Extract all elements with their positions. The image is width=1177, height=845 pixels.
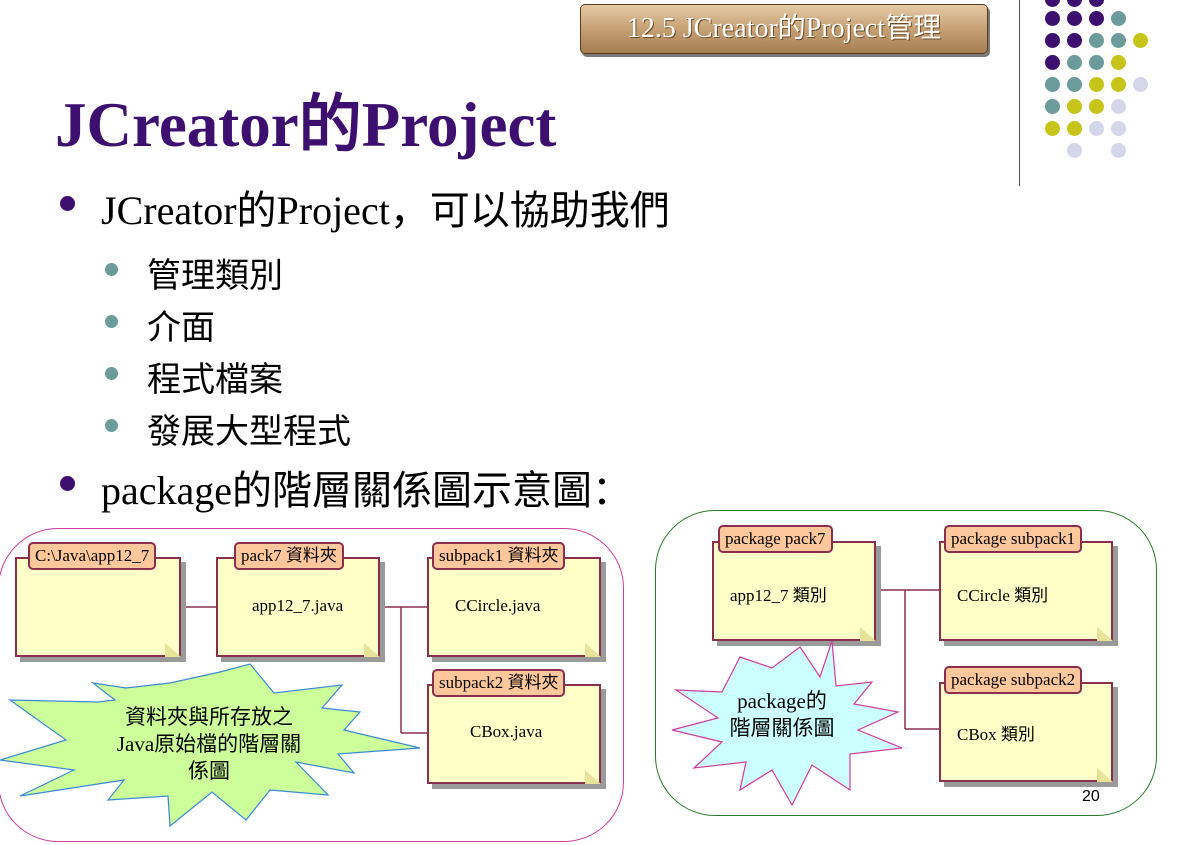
dot — [1045, 33, 1060, 48]
header-divider — [1019, 0, 1020, 186]
sub-bullet-item: 管理類別 — [147, 256, 283, 296]
section-badge: 12.5 JCreator的Project管理 — [580, 4, 988, 54]
dot — [1111, 99, 1126, 114]
dot — [1089, 0, 1104, 7]
callout-line: package的 — [737, 689, 827, 713]
sub-bullet-item: 發展大型程式 — [147, 412, 351, 452]
bullet-item-project: JCreator的Project，可以協助我們 — [101, 188, 670, 233]
dot — [1089, 55, 1104, 70]
package-class-subpack1: CCircle 類別 — [957, 586, 1049, 605]
package-class-subpack2: CBox 類別 — [957, 725, 1035, 744]
package-callout-text: package的 階層關係圖 — [712, 688, 852, 742]
dot — [1067, 55, 1082, 70]
folder-tab-pack7: pack7 資料夾 — [234, 542, 344, 570]
slide-title: JCreator的Project — [55, 90, 557, 160]
callout-line: 資料夾與所存放之 — [125, 705, 293, 729]
package-tab-subpack2: package subpack2 — [944, 666, 1083, 694]
folder-file-pack7: app12_7.java — [252, 596, 344, 615]
folder-note-subpack1 — [427, 557, 601, 657]
folder-hierarchy-panel — [0, 528, 624, 842]
sub-bullet-item: 介面 — [147, 308, 215, 348]
dot — [1111, 121, 1126, 136]
dot — [1067, 99, 1082, 114]
folder-callout-text: 資料夾與所存放之 Java原始檔的階層關 係圖 — [98, 704, 320, 785]
bullet-dot — [60, 196, 75, 211]
package-tab-subpack1: package subpack1 — [944, 525, 1083, 553]
dot — [1089, 77, 1104, 92]
bullet-item-package: package的階層關係圖示意圖： — [101, 468, 633, 513]
dot — [1045, 121, 1060, 136]
sub-bullet-dot — [105, 315, 118, 328]
dot — [1067, 121, 1082, 136]
callout-line: 係圖 — [188, 759, 230, 783]
decorative-dot-grid — [1040, 0, 1160, 160]
dot — [1067, 77, 1082, 92]
package-note-subpack1 — [939, 541, 1113, 641]
folder-tab-root: C:\Java\app12_7 — [28, 542, 157, 570]
dot — [1089, 33, 1104, 48]
sub-bullet-item: 程式檔案 — [147, 360, 283, 400]
bullet-dot — [60, 476, 75, 491]
folder-connector-lines — [177, 606, 427, 734]
dot — [1133, 33, 1148, 48]
dot — [1045, 11, 1060, 26]
sub-bullet-dot — [105, 263, 118, 276]
package-tab-pack7: package pack7 — [718, 525, 833, 553]
dot — [1111, 11, 1126, 26]
dot — [1111, 143, 1126, 158]
folder-callout-burst — [0, 663, 421, 828]
sub-bullet-dot — [105, 419, 118, 432]
dot — [1067, 0, 1082, 7]
folder-tab-subpack2: subpack2 資料夾 — [432, 669, 566, 697]
dot — [1045, 99, 1060, 114]
dot — [1067, 143, 1082, 158]
folder-file-subpack2: CBox.java — [470, 722, 543, 741]
callout-line: 階層關係圖 — [729, 716, 835, 740]
dot — [1067, 33, 1082, 48]
dot — [1111, 33, 1126, 48]
dot — [1045, 77, 1060, 92]
dot — [1045, 0, 1060, 7]
dot — [1045, 55, 1060, 70]
package-hierarchy-panel — [655, 510, 1157, 816]
folder-file-subpack1: CCircle.java — [455, 596, 541, 615]
folder-note-root — [15, 557, 181, 657]
sub-bullet-dot — [105, 367, 118, 380]
callout-line: Java原始檔的階層關 — [116, 732, 302, 756]
page-number: 20 — [1082, 788, 1100, 805]
dot — [1089, 121, 1104, 136]
dot — [1089, 11, 1104, 26]
folder-tab-subpack1: subpack1 資料夾 — [432, 542, 566, 570]
dot — [1111, 55, 1126, 70]
package-class-pack7: app12_7 類別 — [730, 586, 827, 605]
dot — [1067, 11, 1082, 26]
dot — [1111, 77, 1126, 92]
dot — [1089, 99, 1104, 114]
dot — [1133, 77, 1148, 92]
